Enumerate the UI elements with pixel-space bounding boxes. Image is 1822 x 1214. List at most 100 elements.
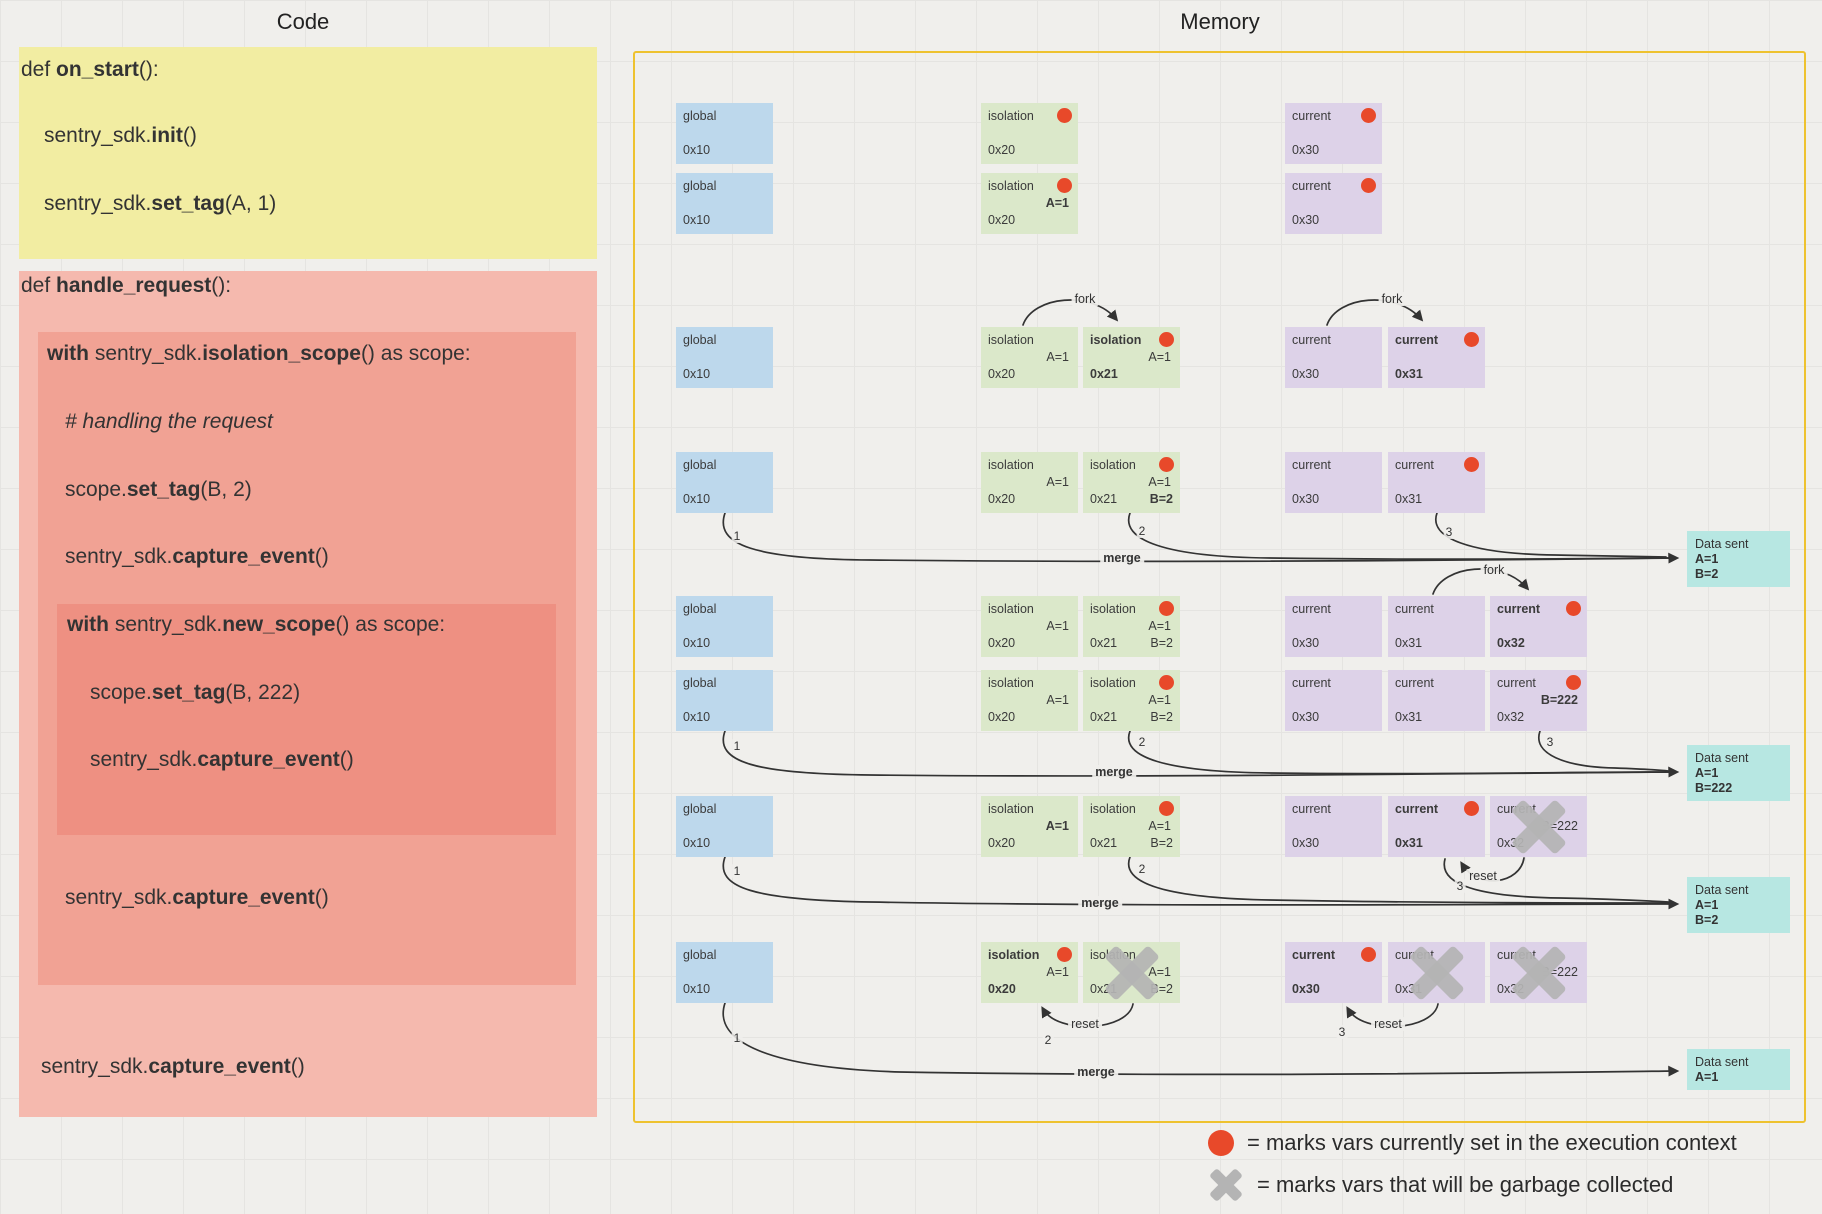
legend-garbage-collected-text: = marks vars that will be garbage collec… [1257, 1172, 1674, 1197]
code-line-def-handle-request: def handle_request(): [21, 272, 231, 300]
active-var-dot [1361, 108, 1376, 123]
mem-box-footer: 0x30 [1292, 213, 1375, 228]
mem-box-header: global [683, 802, 766, 817]
mem-box-header: global [683, 109, 766, 124]
code-text-segment: (B, 2) [200, 478, 252, 501]
code-text-segment: isolation_scope [202, 342, 361, 365]
mem-box-footer: 0x10 [683, 492, 766, 507]
scope-label: current [1497, 676, 1536, 690]
memory-address: 0x30 [1292, 836, 1320, 850]
data-sent-var: A=1 [1695, 766, 1719, 780]
scope-label: current [1292, 333, 1331, 347]
scope-label: isolation [1090, 333, 1142, 347]
scope-label: global [683, 602, 717, 616]
code-text-segment: scope. [65, 478, 127, 501]
mem-box-footer: 0x10 [683, 982, 766, 997]
code-text-segment: sentry_sdk. [44, 192, 152, 215]
mem-box-var-line: A=1 [1090, 693, 1173, 708]
scope-label: isolation [988, 802, 1034, 816]
mem-box-header: current [1292, 802, 1375, 817]
mem-box-header: current [1292, 676, 1375, 691]
memory-column-header: Memory [1180, 9, 1260, 34]
code-text-segment: sentry_sdk. [65, 886, 173, 909]
mem-box-header: isolation [988, 179, 1071, 194]
data-sent-var: A=1 [1695, 1070, 1719, 1084]
var-value: A=1 [1148, 350, 1171, 364]
code-text-segment: def [21, 58, 57, 81]
mem-box-var-line: A=1 [1090, 350, 1173, 365]
flow-label-reset: reset [1068, 1017, 1102, 1031]
var-value: A=1 [1148, 475, 1171, 489]
var-value: B=2 [1149, 492, 1173, 506]
scope-label: current [1395, 602, 1434, 616]
mem-box-footer: 0x30 [1292, 492, 1375, 507]
scope-label: current [1395, 676, 1434, 690]
mem-box-header: current [1292, 109, 1375, 124]
garbage-collected-x [1490, 796, 1587, 857]
scope-label: current [1292, 676, 1331, 690]
active-var-dot [1159, 601, 1174, 616]
active-var-dot [1361, 947, 1376, 962]
memory-address: 0x21 [1090, 367, 1118, 381]
active-var-dot [1159, 675, 1174, 690]
code-text-segment: set_tag [126, 478, 201, 501]
code-text-segment: with [67, 613, 109, 636]
memory-address: 0x10 [683, 710, 711, 724]
active-var-dot [1566, 601, 1581, 616]
mem-box-header: global [683, 333, 766, 348]
mem-box-footer: 0x10 [683, 710, 766, 725]
merge-source-number-1: 1 [731, 529, 743, 543]
code-text-segment: capture_event [197, 748, 340, 771]
merge-source-number-2: 2 [1136, 524, 1148, 538]
memory-address: 0x20 [988, 636, 1016, 650]
flow-label-merge: merge [1074, 1065, 1118, 1079]
legend-row-garbage-collected: = marks vars that will be garbage collec… [1208, 1167, 1737, 1203]
mem-box-footer: 0x31 [1395, 636, 1478, 651]
mem-box-header: isolation [988, 802, 1071, 817]
memory-address: 0x10 [683, 213, 711, 227]
mem-box-header: current [1395, 333, 1478, 348]
mem-box-var-line: A=1 [1090, 819, 1173, 834]
code-line-capture-event-3: sentry_sdk.capture_event() [65, 884, 329, 912]
code-line-set-tag-b2: scope.set_tag(B, 2) [65, 476, 252, 504]
code-text-segment: capture_event [172, 545, 315, 568]
mem-box-footer: 0x32 [1497, 710, 1580, 725]
memory-frame [633, 51, 1806, 1123]
data-sent-title: Data sent [1695, 751, 1749, 765]
memory-address: 0x30 [1292, 367, 1320, 381]
scope-label: global [683, 109, 717, 123]
mem-box-row2-global-0x10: global 0x10 [676, 173, 773, 234]
mem-box-footer: 0x30 [1292, 636, 1375, 651]
mem-box-footer: 0x30 [1292, 143, 1375, 158]
mem-box-header: isolation [1090, 333, 1173, 348]
code-text-segment: () [182, 124, 197, 147]
flow-label-reset: reset [1371, 1017, 1405, 1031]
active-var-dot [1057, 178, 1072, 193]
merge-source-number-1: 1 [731, 864, 743, 878]
scope-label: current [1395, 333, 1439, 347]
mem-box-header: isolation [1090, 676, 1173, 691]
memory-address: 0x10 [683, 636, 711, 650]
mem-box-footer: 0x10 [683, 636, 766, 651]
mem-box-header: global [683, 179, 766, 194]
code-text-segment: () [314, 545, 329, 568]
scope-label: isolation [988, 179, 1034, 193]
mem-box-footer: 0x30 [1292, 367, 1375, 382]
code-text-segment: sentry_sdk. [90, 748, 198, 771]
code-block-on-start [19, 47, 597, 259]
mem-box-header: isolation [1090, 602, 1173, 617]
merge-source-number-1: 1 [731, 739, 743, 753]
code-text-segment: def [21, 274, 57, 297]
